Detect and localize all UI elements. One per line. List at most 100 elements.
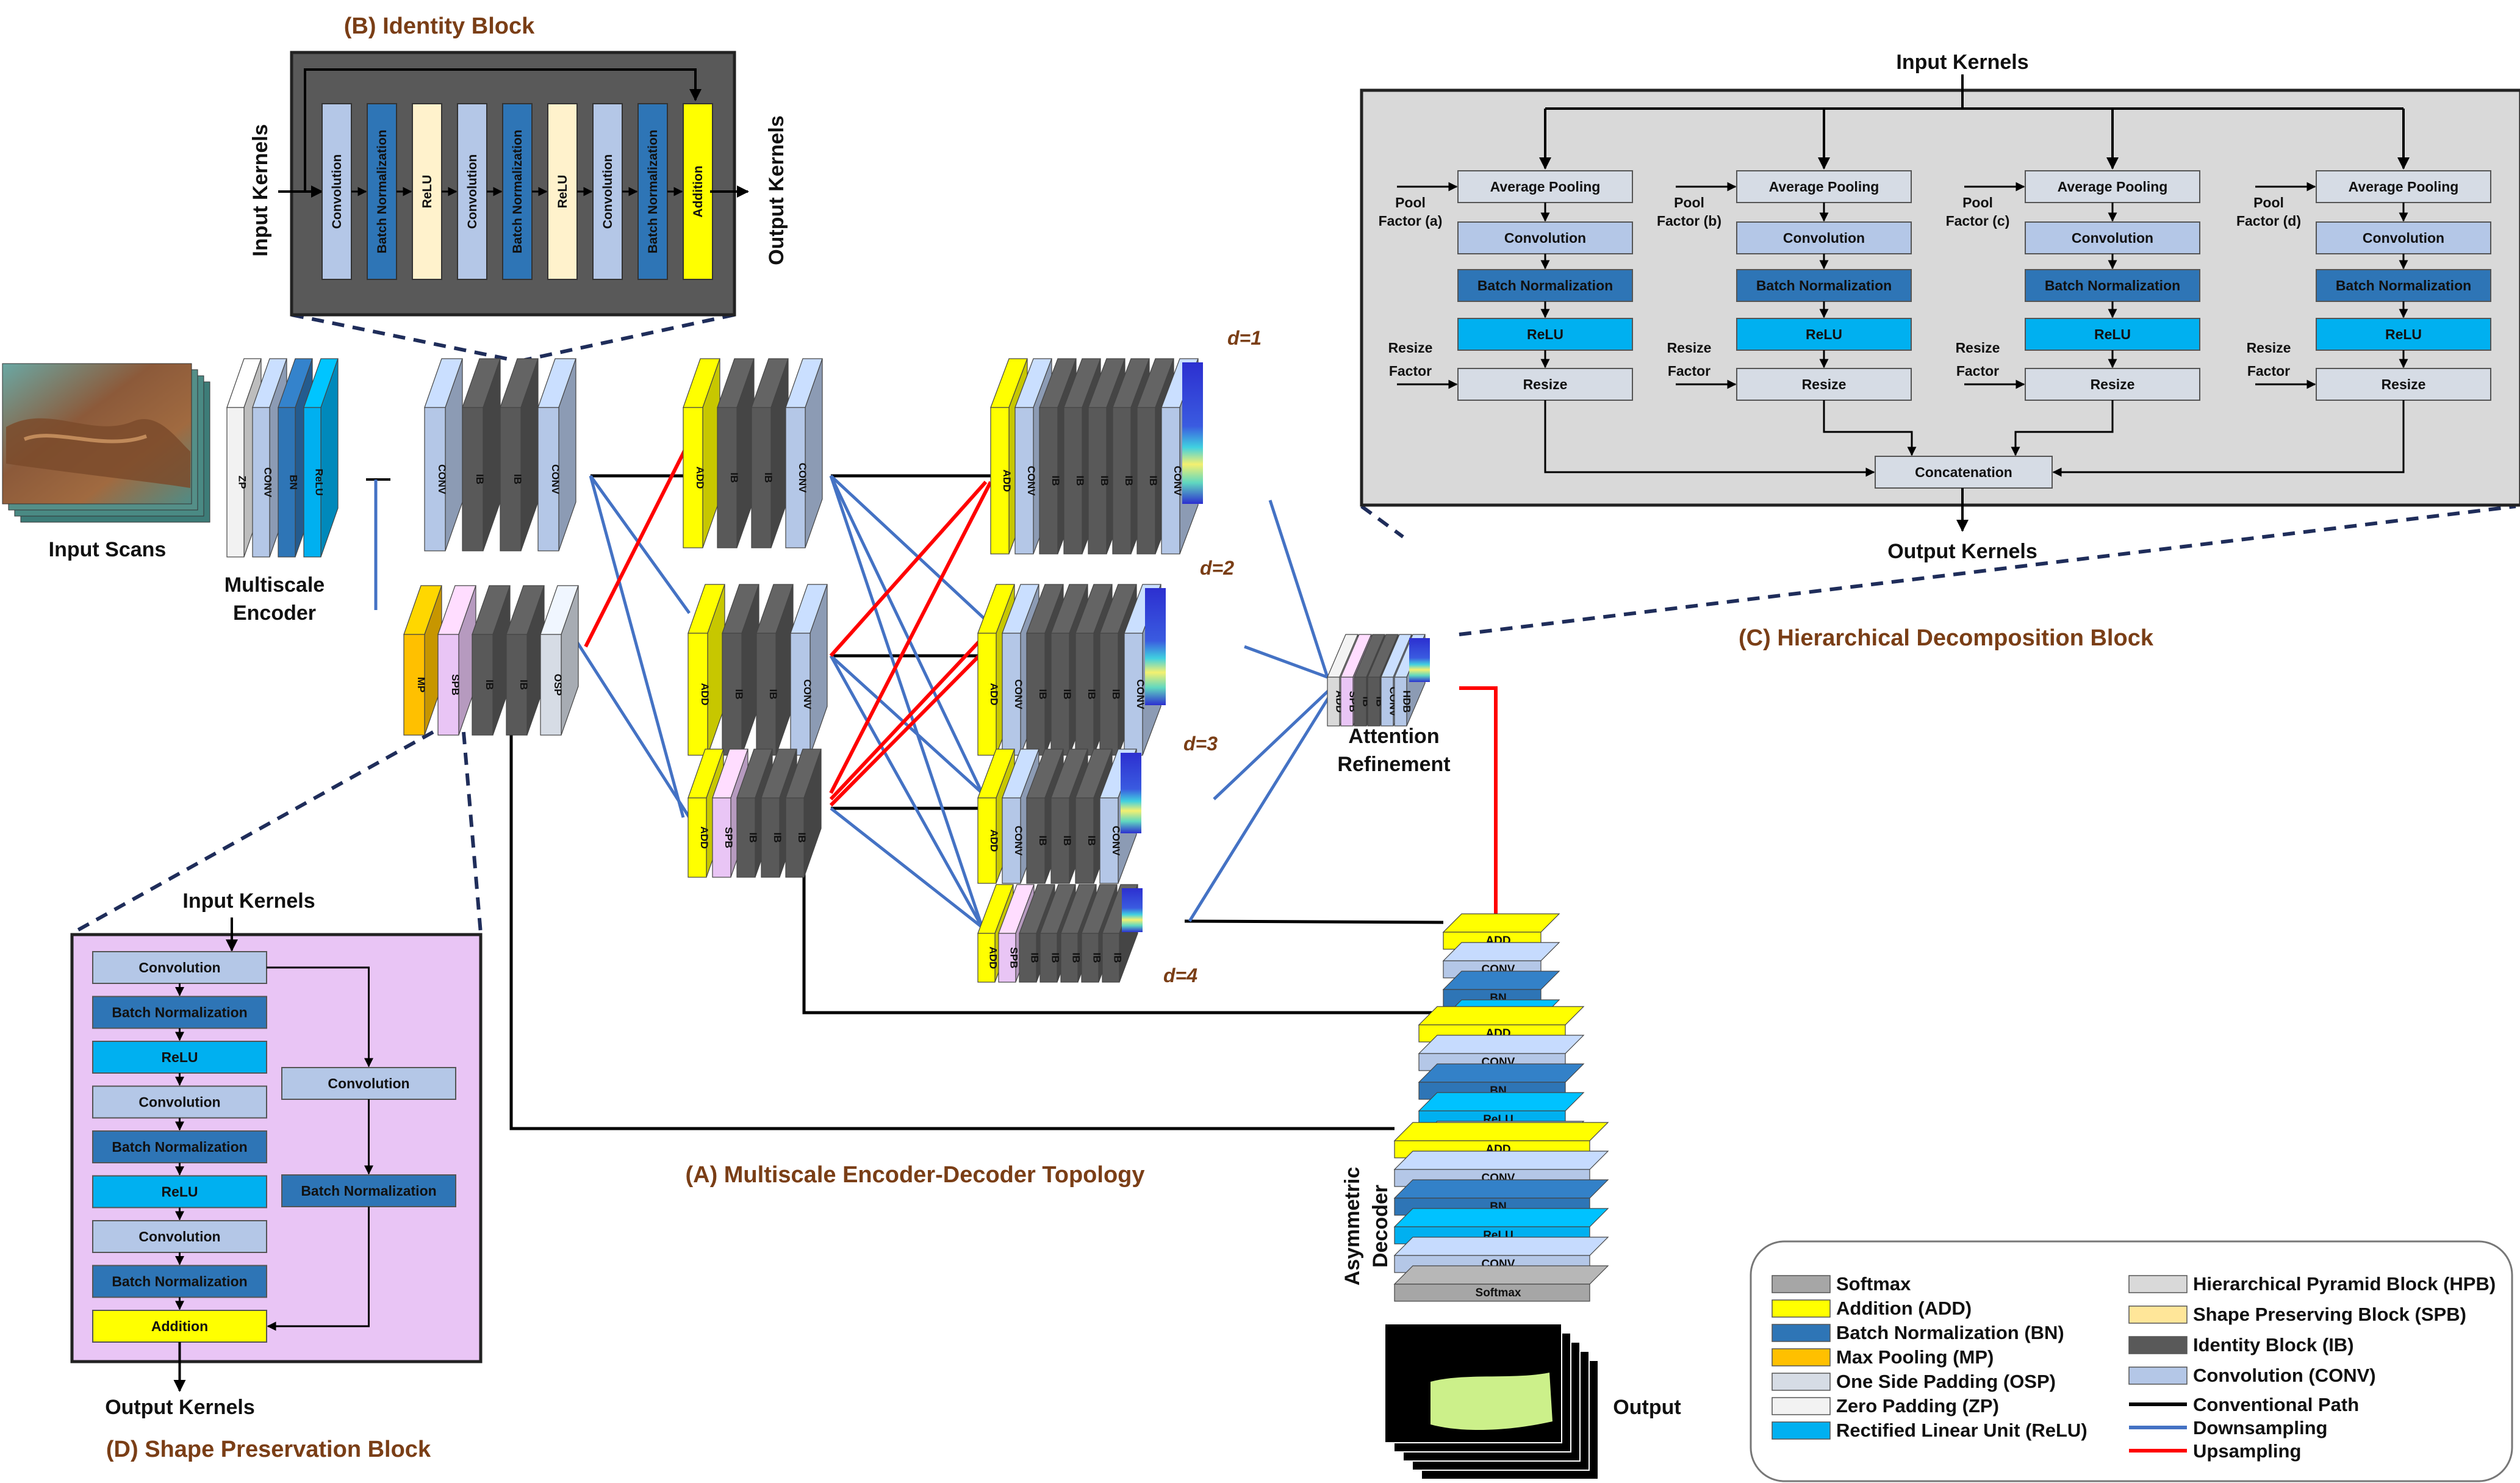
pool-word: Pool	[1962, 195, 1993, 210]
hdb-layer-label: Average Pooling	[1769, 179, 1879, 195]
decoder-stage3-slab-top	[1393, 1179, 1609, 1199]
hdb-callout-line	[1360, 505, 1404, 539]
ib-layer	[637, 103, 668, 280]
row3-stack-layer-label: IB	[1037, 836, 1049, 846]
row4-stack-heatmap	[1122, 888, 1143, 932]
row4-stack-layer-label: IB	[1028, 953, 1040, 963]
row4-stack-layer-label: ADD	[987, 947, 999, 969]
row3-stack-layer	[1099, 797, 1119, 884]
spb-layer-label: ReLU	[161, 1049, 198, 1065]
decoder-stage3-slab-top	[1393, 1122, 1609, 1141]
mid3-stack-layer-label: IB	[747, 833, 759, 843]
downsampling-path	[830, 475, 989, 623]
decoder-stage3-slab-top	[1393, 1208, 1609, 1227]
asymmetric-decoder-label-2: Decoder	[1369, 1185, 1392, 1268]
stage2-stack-layer-label: IB	[484, 680, 495, 690]
conventional-path	[1184, 919, 1444, 924]
attention-stack-layer	[1367, 677, 1380, 727]
legend-label: Shape Preserving Block (SPB)	[2193, 1304, 2466, 1325]
multiscale-encoder-label-1: Multiscale	[224, 573, 325, 597]
ib-layer-label: Batch Normalization	[511, 129, 525, 253]
row2-stack-layer	[1075, 633, 1094, 756]
stage2-stack-layer-label: IB	[518, 680, 529, 690]
spb-callout-line	[71, 730, 434, 935]
row2-stack-layer-label: CONV	[1013, 679, 1024, 709]
hdb-layer-box	[2316, 221, 2491, 254]
decoder-stage2-slab-top	[1418, 1006, 1585, 1025]
hdb-layer-box	[1736, 221, 1912, 254]
mid3-stack-layer	[785, 797, 805, 878]
decoder-stage3-slab	[1394, 1284, 1590, 1302]
mid2-stack-layer-label: CONV	[802, 679, 813, 709]
hdb-layer-label: Convolution	[1783, 230, 1865, 246]
mid3-stack-layer-label: SPB	[723, 827, 734, 849]
pool-word: Pool	[1395, 195, 1426, 210]
row3-stack-layer-label: CONV	[1110, 825, 1122, 856]
input-scans-image	[2, 363, 210, 523]
upsampling-path	[584, 447, 687, 648]
spb-layer-box	[92, 996, 267, 1029]
stage2-stack-layer	[437, 634, 459, 736]
downsampling-path	[829, 475, 984, 928]
row3-stack-layer-label: IB	[1086, 836, 1097, 846]
row1-stack-layer	[1063, 407, 1083, 555]
stage1-stack-layer	[462, 407, 484, 551]
hdb-merge-arrow	[2011, 400, 2114, 456]
resize-factor-word: Factor	[1956, 363, 1999, 379]
legend-label: Softmax	[1836, 1273, 1911, 1294]
ib-layer-label: Convolution	[601, 154, 615, 229]
conventional-path	[802, 854, 1443, 1014]
ib-layer-label: Addition	[691, 165, 705, 217]
hdb-layer-label: Average Pooling	[2349, 179, 2459, 195]
row2-stack-layer	[1099, 633, 1119, 756]
ib-layer	[367, 103, 397, 280]
stem-stack-layer	[226, 407, 245, 558]
decoder-stage2-slab-top	[1418, 1063, 1585, 1083]
downsampling-path	[829, 475, 984, 794]
row3-stack-layer	[977, 797, 997, 884]
d4-label: d=4	[1163, 964, 1197, 986]
ib-input-kernels-label: Input Kernels	[249, 124, 272, 256]
row1-stack-layer-label: IB	[1147, 476, 1159, 486]
stage1-stack-layer-label: IB	[474, 474, 486, 484]
spb-callout-line	[462, 731, 483, 934]
legend-label: Upsampling	[2193, 1440, 2301, 1462]
decoder-stage1-slab-top	[1442, 942, 1560, 961]
spb-layer-label: ReLU	[161, 1184, 198, 1200]
hdb-layer-label: ReLU	[2094, 326, 2131, 342]
hdb-input-kernels-label: Input Kernels	[1896, 51, 2028, 74]
attention-stack-layer-label: HDB	[1401, 691, 1413, 713]
row3-stack-heatmap	[1121, 753, 1141, 833]
spb-layer-label: Convolution	[138, 1229, 220, 1244]
row1-stack-heatmap	[1182, 362, 1203, 504]
legend-label: Convolution (CONV)	[2193, 1365, 2376, 1386]
row4-stack-layer-label: IB	[1070, 953, 1082, 963]
row3-stack-layer	[1026, 797, 1046, 884]
hdb-layer-label: Batch Normalization	[2045, 278, 2180, 293]
attention-stack-layer	[1327, 677, 1340, 727]
row1-stack-layer-label: IB	[1123, 476, 1135, 486]
ib-layer	[502, 103, 533, 280]
downsampling-path	[589, 475, 691, 614]
mid3-stack-layer-label: IB	[772, 833, 783, 843]
pool-factor-label: Factor (c)	[1946, 213, 2010, 229]
spb-layer-box	[92, 1175, 267, 1208]
hdb-layer-box	[2025, 170, 2200, 203]
legend-swatch	[2128, 1305, 2188, 1324]
spb-layer-label: Batch Normalization	[112, 1139, 247, 1155]
stage1-stack-layer-label: IB	[512, 474, 523, 484]
attention-stack-layer	[1394, 677, 1407, 727]
hdb-layer-box	[1736, 269, 1912, 302]
stage2-stack-layer	[472, 634, 494, 736]
spb-input-kernels-label: Input Kernels	[182, 889, 315, 913]
row3-stack-layer-label: CONV	[1013, 825, 1024, 856]
row3-stack-layer	[1050, 797, 1070, 884]
attention-stack-layer	[1354, 677, 1367, 727]
output-mask-image	[1384, 1323, 1599, 1480]
